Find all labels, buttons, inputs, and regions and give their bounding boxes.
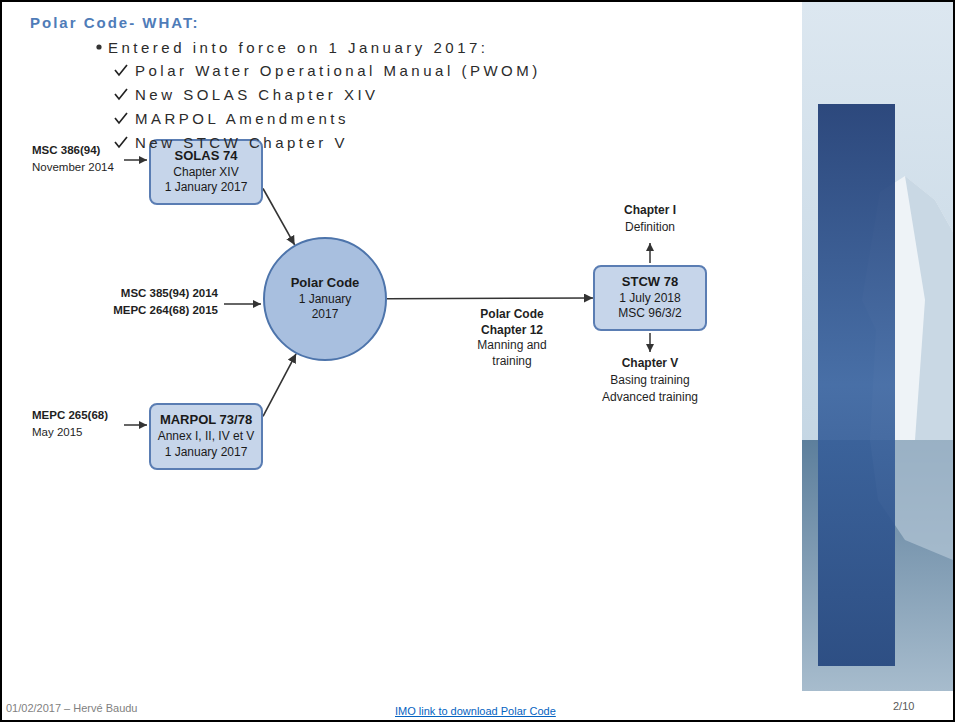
iceberg-shade: [905, 176, 953, 440]
check-mark: [115, 89, 127, 99]
node-detail: 1 January 2017: [165, 180, 248, 196]
page-number: 2/10: [893, 699, 914, 713]
node-detail: Annex I, II, IV et V: [158, 429, 255, 445]
node-detail: 1 January 2017: [287, 292, 363, 323]
node-heading: MARPOL 73/78: [158, 412, 255, 429]
node-detail: 1 January 2017: [158, 445, 255, 461]
input-arrow: [124, 424, 147, 426]
date-label: May 2015: [32, 425, 83, 440]
node-detail: 1 July 2018: [618, 291, 681, 307]
node-detail: MSC 96/3/2: [618, 306, 681, 322]
connector-arrow: [263, 189, 295, 245]
connector-arrow: [387, 297, 593, 299]
chapter-label: Chapter V: [580, 356, 720, 372]
node-content: Polar Code1 January 2017: [287, 275, 363, 323]
node-detail: Chapter XIV: [165, 165, 248, 181]
standard-box: MARPOL 73/78Annex I, II, IV et V1 Januar…: [149, 403, 263, 470]
check-item: Polar Water Operational Manual (PWOM): [135, 61, 541, 81]
date-label: November 2014: [32, 160, 114, 175]
chapter-detail: Definition: [590, 220, 710, 236]
edge-label: Polar Code Chapter 12: [472, 307, 552, 338]
code-circle: Polar Code1 January 2017: [263, 237, 387, 361]
input-arrow: [124, 159, 147, 161]
chapter-detail: Advanced training: [580, 390, 720, 406]
iceberg-photo: [802, 2, 953, 691]
edge-detail: Manning and training: [472, 338, 552, 369]
input-arrow: [224, 303, 261, 305]
footer-date: 01/02/2017 – Hervé Baudu: [6, 701, 138, 715]
node-heading: Polar Code: [287, 275, 363, 292]
node-content: STCW 781 July 2018MSC 96/3/2: [618, 274, 681, 322]
check-mark: [115, 65, 127, 75]
bullet-text: Entered into force on 1 January 2017:: [108, 38, 489, 58]
check-item: New SOLAS Chapter XIV: [135, 85, 379, 105]
output-arrow: [649, 333, 651, 352]
connector-arrow: [263, 354, 296, 417]
resolution-label: MSC 386(94): [32, 143, 100, 158]
resolution-label: MSC 385(94) 2014: [40, 286, 218, 301]
output-arrow: [649, 243, 651, 263]
photo-sky: [802, 2, 953, 691]
resolution-label: MEPC 265(68): [32, 408, 108, 423]
chapter-detail: Basing training: [580, 373, 720, 389]
check-item: MARPOL Amendments: [135, 109, 349, 129]
circle-shape: [264, 238, 386, 360]
check-mark: [115, 137, 127, 147]
check-item: New STCW Chapter V: [135, 133, 348, 153]
chapter-label: Chapter I: [590, 203, 710, 219]
node-content: SOLAS 74Chapter XIV1 January 2017: [165, 148, 248, 196]
standard-box: STCW 781 July 2018MSC 96/3/2: [593, 265, 707, 331]
photo-strip: [818, 104, 895, 666]
node-heading: STCW 78: [618, 274, 681, 291]
footer-link: IMO link to download Polar Code: [395, 704, 556, 718]
bullet-dot: [96, 44, 101, 49]
slide-title: Polar Code- WHAT:: [30, 13, 200, 33]
resolution-label: MEPC 264(68) 2015: [40, 303, 218, 318]
node-content: MARPOL 73/78Annex I, II, IV et V1 Januar…: [158, 412, 255, 460]
check-mark: [115, 113, 127, 123]
